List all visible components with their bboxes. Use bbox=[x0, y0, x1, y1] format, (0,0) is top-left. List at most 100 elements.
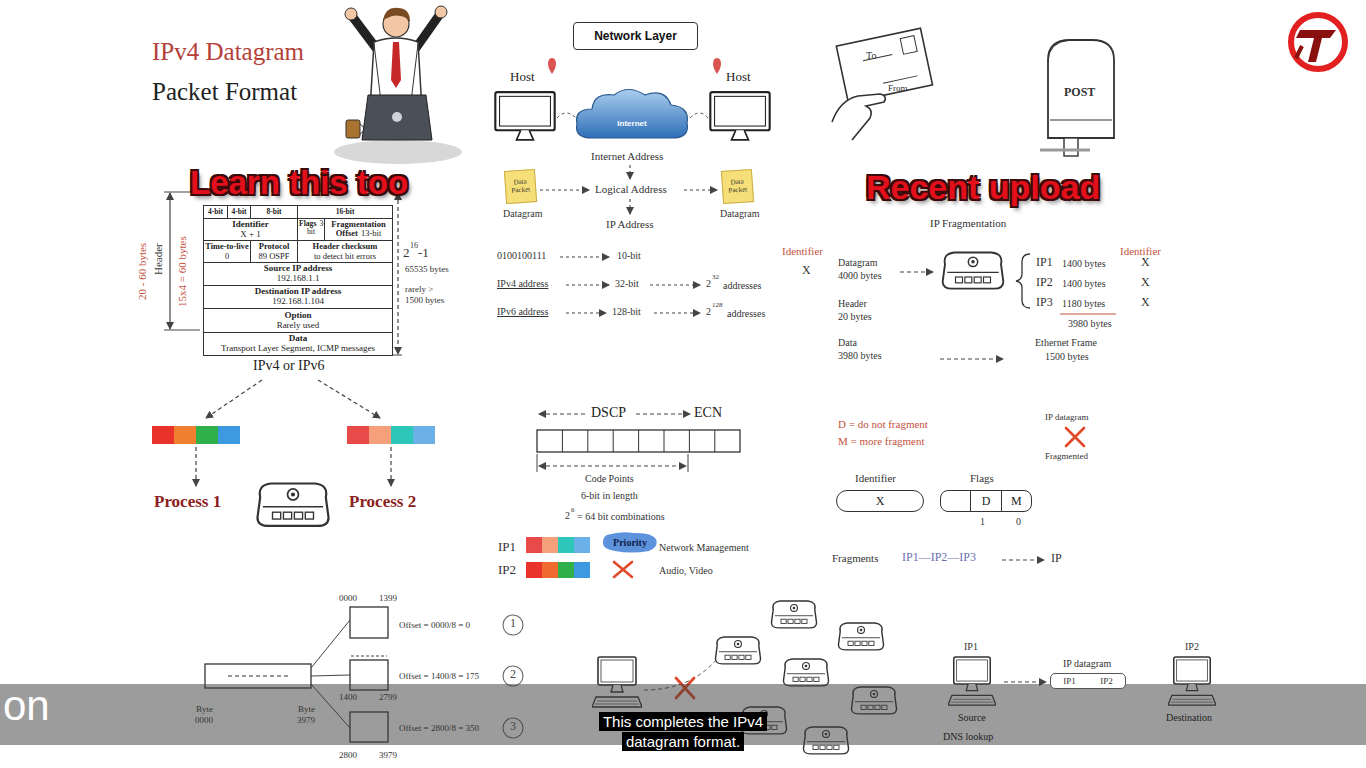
text-label: To bbox=[866, 50, 876, 62]
caption-text: This completes the IPv4 datagram format. bbox=[599, 712, 767, 751]
text-label: Fragments bbox=[832, 552, 878, 565]
text-label: X bbox=[1141, 296, 1150, 310]
text-label: X bbox=[1141, 256, 1150, 270]
text-label: 3979 bbox=[379, 750, 397, 760]
text-label: IPv4 or IPv6 bbox=[253, 358, 325, 374]
text-label: 2800 bbox=[339, 750, 357, 760]
node-text: Priority bbox=[613, 537, 647, 548]
text-label: Header bbox=[838, 298, 867, 310]
text-label: Code Points bbox=[585, 473, 634, 485]
text-label: Recent upload bbox=[866, 168, 1100, 207]
node-text: Internet bbox=[617, 119, 646, 128]
flags-box: DM bbox=[940, 490, 1032, 512]
cell-box: 8-bit bbox=[250, 205, 298, 219]
cell-box: Destination IP address192.168.1.104 bbox=[203, 285, 393, 309]
text-label: Identifier bbox=[782, 245, 823, 258]
node-text: X bbox=[876, 494, 885, 509]
node-text: Data Packet bbox=[507, 178, 533, 195]
cell-box: Time-to-live0 bbox=[203, 240, 251, 263]
nl-box: Network Layer bbox=[573, 22, 698, 50]
text-label: IPv4 address bbox=[497, 278, 548, 290]
node-text: 16-bit bbox=[336, 208, 355, 216]
sticky-box: Data Packet bbox=[504, 169, 537, 204]
text-label: IP datagram bbox=[1063, 658, 1111, 670]
flag-spacer bbox=[941, 491, 970, 511]
node-text: 192.168.1.104 bbox=[272, 297, 324, 307]
text-label: Byte bbox=[298, 704, 315, 714]
cloud-box: Internet bbox=[572, 86, 692, 142]
text-label: 6-bit in length bbox=[581, 490, 638, 502]
text-label: 10-bit bbox=[617, 250, 641, 262]
text-label: 2 bbox=[706, 306, 711, 318]
sticky-box: Data Packet bbox=[721, 169, 754, 204]
text-label: X bbox=[802, 264, 811, 278]
node-text: Data bbox=[289, 334, 308, 344]
cell-box: 16-bit bbox=[297, 205, 393, 219]
cell-box: DataTransport Layer Segment, ICMP messag… bbox=[203, 332, 393, 356]
node-text: Source IP address bbox=[264, 264, 333, 274]
node-text: Flags bbox=[299, 219, 316, 228]
text-label: -1 bbox=[418, 246, 429, 261]
text-label: Learn this too bbox=[190, 164, 408, 202]
text-label: Flags bbox=[970, 472, 994, 485]
text-label: IP2 bbox=[1036, 276, 1053, 290]
text-label: 2 bbox=[510, 668, 516, 682]
text-label: 3979 bbox=[297, 715, 315, 725]
text-label: 32 bbox=[712, 273, 719, 281]
text-label: 3 bbox=[510, 720, 516, 734]
node-text: Option bbox=[284, 311, 311, 321]
text-label: 2 bbox=[565, 510, 570, 522]
node-text: X + 1 bbox=[240, 230, 261, 240]
text-label: Process 1 bbox=[154, 492, 221, 512]
text-label: 1180 bytes bbox=[1062, 298, 1105, 310]
text-label: 3980 bytes bbox=[838, 350, 882, 362]
text-label: IP1 bbox=[498, 540, 516, 555]
text-label: IP Fragmentation bbox=[930, 217, 1006, 230]
node-text: M bbox=[1001, 491, 1031, 511]
text-label: X bbox=[1141, 276, 1150, 290]
text-label: Process 2 bbox=[349, 492, 416, 512]
text-label: IP3 bbox=[1036, 296, 1053, 310]
text-label: IP Address bbox=[606, 218, 654, 231]
ipd-box: IP1IP2 bbox=[1050, 673, 1126, 689]
cellin-box: Fragmentation Offset13-bit bbox=[324, 218, 393, 241]
text-label: = 64 bit combinations bbox=[577, 511, 665, 523]
text-label: Datagram bbox=[720, 208, 759, 220]
text-label: 2799 bbox=[379, 692, 397, 702]
text-label: M = more fragment bbox=[838, 435, 925, 448]
text-label: IPv6 address bbox=[497, 306, 548, 318]
node-text: 0 bbox=[225, 252, 229, 261]
node-text: 4-bit bbox=[232, 208, 247, 216]
node-text: Destination IP address bbox=[255, 287, 341, 297]
text-label: 0000 bbox=[339, 593, 357, 603]
text-label: 20 - 60 bytes bbox=[136, 243, 149, 300]
text-label: Audio, Video bbox=[659, 565, 713, 577]
text-label: D = do not fragment bbox=[838, 418, 928, 431]
cellin-box: Flags3-bit bbox=[297, 218, 325, 241]
text-label: rarely > bbox=[405, 284, 433, 294]
text-label: POST bbox=[1064, 86, 1095, 100]
text-label: 16 bbox=[410, 241, 418, 250]
text-label: Offset = 2800/8 = 350 bbox=[399, 723, 479, 733]
text-label: addresses bbox=[723, 280, 761, 292]
text-label: Source bbox=[958, 712, 986, 724]
cell-box: Protocol89 OSPF bbox=[250, 240, 298, 263]
text-label: 65535 bytes bbox=[405, 264, 449, 274]
text-label: Destination bbox=[1166, 712, 1212, 724]
node-text: Rarely used bbox=[277, 321, 320, 331]
text-label: Offset = 0000/8 = 0 bbox=[399, 620, 470, 630]
node-text: Identifier bbox=[232, 220, 269, 230]
node-text: 13-bit bbox=[361, 228, 381, 238]
text-label: 4000 bytes bbox=[838, 270, 882, 282]
text-label: Packet Format bbox=[152, 78, 297, 107]
text-label: on bbox=[3, 682, 50, 730]
text-label: DSCP bbox=[591, 405, 626, 421]
text-label: 32-bit bbox=[615, 278, 639, 290]
text-label: Identifier bbox=[855, 472, 896, 485]
text-label: 3980 bytes bbox=[1068, 318, 1112, 330]
cell-box: 4-bit bbox=[203, 205, 228, 219]
text-label: 128-bit bbox=[612, 306, 641, 318]
text-label: IP1 bbox=[964, 641, 978, 653]
node-text: 4-bit bbox=[208, 208, 223, 216]
